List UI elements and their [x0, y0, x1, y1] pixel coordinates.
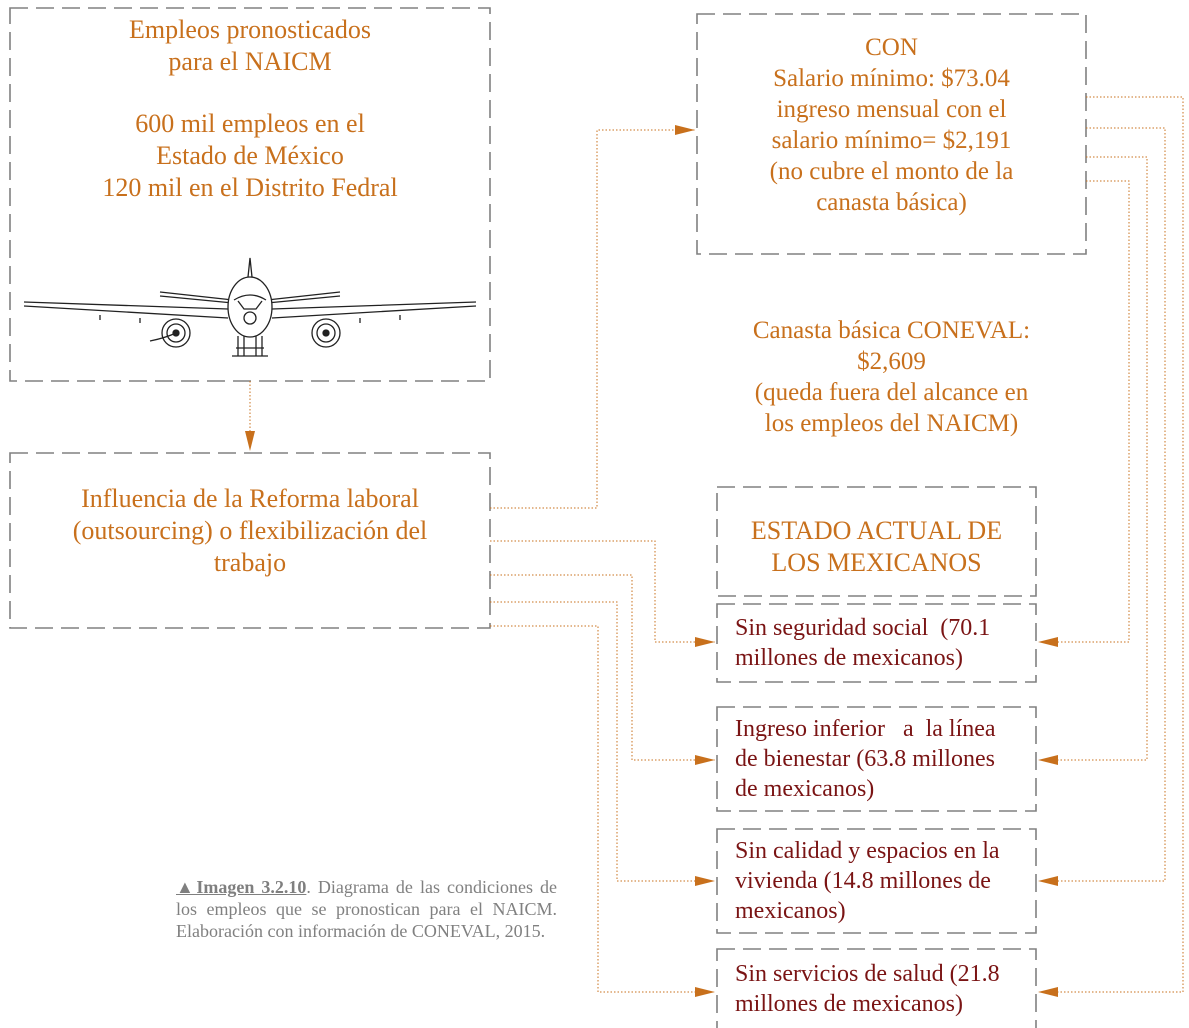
canasta-line4: los empleos del NAICM)	[764, 410, 1019, 437]
condition-box-border-4	[716, 948, 1037, 1028]
con-box-border	[696, 13, 1087, 255]
condition-box-border-3	[716, 828, 1037, 934]
jobs-line5: 120 mil en el Distrito Fedral	[102, 173, 398, 202]
condition-1-line2: millones de mexicanos)	[735, 645, 963, 671]
condition-box-3: Sin calidad y espacios en la vivienda (1…	[717, 829, 1036, 933]
reform-box-border	[9, 452, 491, 629]
canasta-line3: (queda fuera del alcance en	[754, 379, 1029, 406]
condition-box-border-1	[716, 603, 1037, 683]
reform-line3: trabajo	[213, 547, 287, 577]
reform-line2: (outsourcing) o flexibilización del	[72, 515, 428, 545]
jobs-title-line1: Empleos pronosticados	[129, 15, 371, 44]
condition-3-line2: vivienda (14.8 millones de	[735, 868, 991, 894]
con-line3: ingreso mensual con el	[776, 96, 1007, 123]
con-line1: CON	[865, 34, 918, 61]
condition-3-line3: mexicanos)	[735, 898, 846, 924]
con-box: CON Salario mínimo: $73.04 ingreso mensu…	[697, 14, 1086, 254]
condition-2-line3: de mexicanos)	[735, 776, 875, 802]
jobs-line4: Estado de México	[156, 141, 344, 170]
reform-line1: Influencia de la Reforma laboral	[81, 483, 419, 513]
con-line5: (no cubre el monto de la	[769, 158, 1014, 185]
reform-box: Influencia de la Reforma laboral (outsou…	[10, 453, 490, 628]
condition-box-1: Sin seguridad social (70.1 millones de m…	[717, 604, 1036, 682]
canasta-text: Canasta básica CONEVAL: $2,609 (queda fu…	[697, 312, 1086, 442]
condition-4-line2: millones de mexicanos)	[735, 990, 963, 1017]
con-line6: canasta básica)	[816, 189, 967, 216]
estado-line1: ESTADO ACTUAL DE	[750, 516, 1003, 545]
estado-line2: LOS MEXICANOS	[771, 548, 982, 577]
condition-2-line2: de bienestar (63.8 millones	[735, 746, 995, 772]
canasta-line2: $2,609	[857, 348, 926, 375]
jobs-line3: 600 mil empleos en el	[135, 109, 365, 138]
estado-box: ESTADO ACTUAL DE LOS MEXICANOS	[717, 487, 1036, 587]
figure-caption: ▲Imagen 3.2.10. Diagrama de las condicio…	[176, 876, 557, 942]
condition-box-4: Sin servicios de salud (21.8 millones de…	[717, 949, 1036, 1028]
caption-text: . Diagrama de las condiciones de los emp…	[176, 877, 557, 941]
condition-2-line1: Ingreso inferior a la línea	[735, 716, 996, 742]
condition-3-line1: Sin calidad y espacios en la	[735, 838, 1000, 864]
condition-1-line1: Sin seguridad social (70.1	[735, 615, 991, 641]
airplane-front-icon	[23, 257, 477, 357]
condition-box-2: Ingreso inferior a la línea de bienestar…	[717, 707, 1036, 811]
jobs-title-line2: para el NAICM	[168, 47, 332, 76]
con-line2: Salario mínimo: $73.04	[773, 65, 1010, 92]
canasta-line1: Canasta básica CONEVAL:	[752, 317, 1031, 344]
jobs-box: Empleos pronosticados para el NAICM 600 …	[10, 14, 490, 234]
condition-box-border-2	[716, 706, 1037, 812]
con-line4: salario mínimo= $2,191	[771, 127, 1012, 154]
condition-4-line1: Sin servicios de salud (21.8	[735, 960, 1000, 987]
caption-title: ▲Imagen 3.2.10	[176, 877, 307, 897]
estado-box-border	[716, 486, 1037, 597]
